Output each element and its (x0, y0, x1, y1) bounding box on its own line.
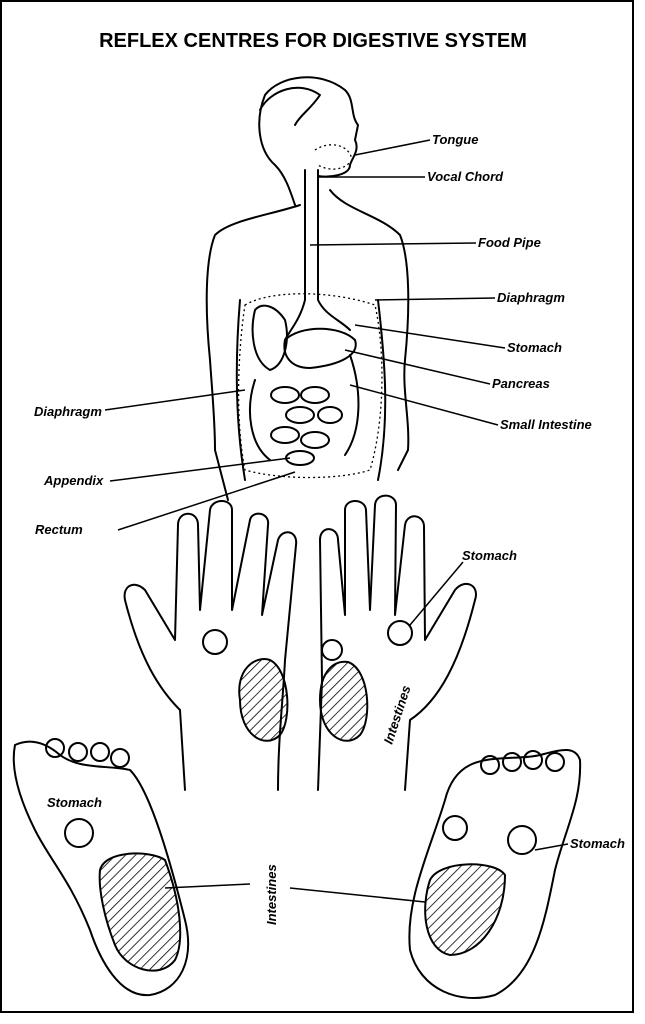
label-foot-intestines: Intestines (264, 864, 279, 925)
label-stomach: Stomach (507, 340, 562, 355)
foot-leader-lines (164, 843, 569, 903)
diagram-title: REFLEX CENTRES FOR DIGESTIVE SYSTEM (99, 30, 527, 52)
label-foot-stomach-left: Stomach (47, 795, 102, 810)
frame-border (0, 0, 634, 1013)
left-foot (12, 738, 190, 997)
label-hand-stomach: Stomach (462, 548, 517, 563)
label-diaphragm-right: Diaphragm (497, 290, 565, 305)
right-hand (317, 494, 477, 791)
label-food-pipe: Food Pipe (478, 235, 541, 250)
label-appendix: Appendix (43, 473, 104, 488)
human-figure (205, 76, 410, 501)
label-foot-stomach-right: Stomach (570, 836, 625, 851)
body-leader-lines (104, 139, 506, 531)
label-tongue: Tongue (432, 132, 478, 147)
label-pancreas: Pancreas (492, 376, 550, 391)
right-foot (408, 749, 582, 999)
label-vocal-chord: Vocal Chord (427, 169, 504, 184)
label-rectum: Rectum (35, 522, 83, 537)
label-diaphragm-left: Diaphragm (34, 404, 102, 419)
label-small-intestine: Small Intestine (500, 417, 592, 432)
left-hand (123, 500, 298, 791)
